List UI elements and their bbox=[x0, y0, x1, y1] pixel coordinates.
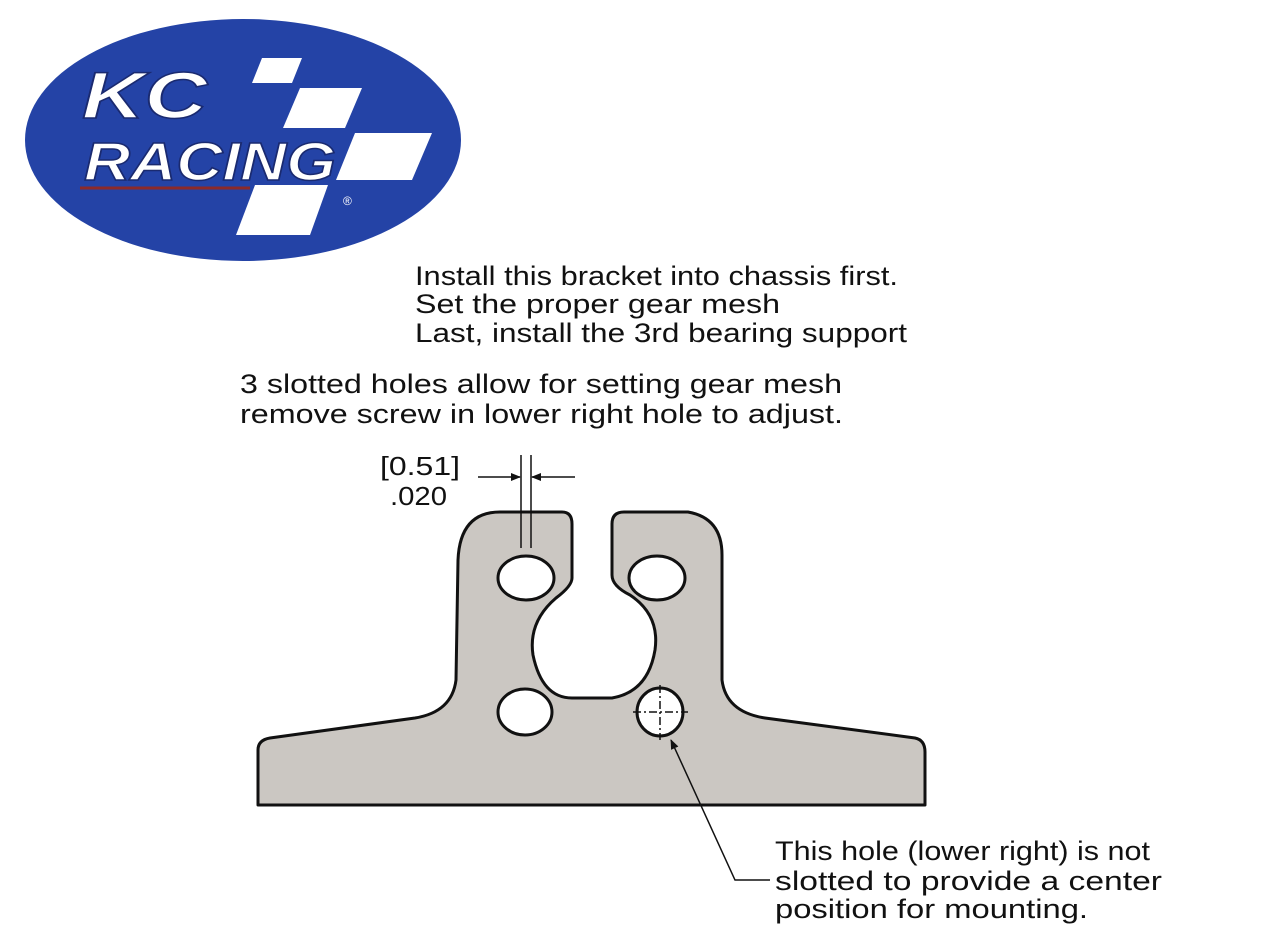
hole-note-line: This hole (lower right) is not bbox=[775, 836, 1151, 866]
mounting-holes bbox=[496, 554, 687, 738]
checkered-flag-icon bbox=[236, 58, 432, 235]
install-note-line: Set the proper gear mesh bbox=[415, 289, 780, 319]
logo-oval bbox=[25, 19, 461, 261]
logo-racing: RACING bbox=[84, 132, 336, 192]
dimension-lines bbox=[478, 455, 575, 548]
registered-mark: ® bbox=[343, 194, 352, 208]
bracket-outline bbox=[256, 510, 927, 807]
logo-kc: KC bbox=[82, 58, 209, 132]
hole-note-line: position for mounting. bbox=[775, 894, 1088, 924]
slotted-hole-top-right bbox=[627, 554, 687, 602]
kc-racing-logo: KC RACING ® bbox=[25, 19, 461, 261]
install-note-line: Install this bracket into chassis first. bbox=[415, 261, 898, 291]
slots-note-line: remove screw in lower right hole to adju… bbox=[240, 399, 843, 429]
slots-note-line: 3 slotted holes allow for setting gear m… bbox=[240, 369, 842, 399]
hole-note-line: slotted to provide a center bbox=[775, 866, 1162, 896]
leader-arrow bbox=[670, 739, 770, 881]
install-note: Install this bracket into chassis first.… bbox=[415, 261, 908, 348]
dimension-imperial: .020 bbox=[390, 481, 447, 511]
slots-note: 3 slotted holes allow for setting gear m… bbox=[240, 369, 843, 429]
hole-note: This hole (lower right) is not slotted t… bbox=[775, 836, 1162, 924]
crosshair-icon bbox=[633, 685, 688, 740]
dimension-metric: [0.51] bbox=[380, 451, 460, 481]
slotted-hole-top-left bbox=[496, 554, 556, 602]
slotted-hole-bottom-left bbox=[496, 687, 554, 737]
install-note-line: Last, install the 3rd bearing support bbox=[415, 318, 908, 348]
